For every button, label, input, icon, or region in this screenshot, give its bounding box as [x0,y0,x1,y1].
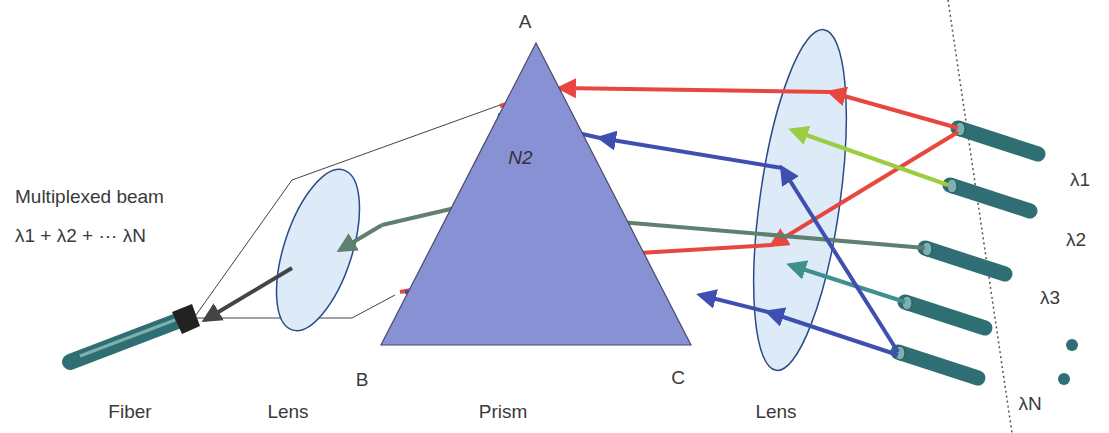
beam-label: Multiplexed beam [15,187,164,208]
wavelength-label: λ3 [1040,288,1060,309]
input-fiber [958,128,1038,154]
part-name: Fiber [108,402,151,423]
output-fiber [80,320,175,356]
wavelength-label: λN [1018,394,1041,415]
continuation-dot [1066,339,1078,351]
vertex-label: C [671,368,685,389]
wavelength-label: λ1 [1070,170,1090,191]
refractive-index: N2 [508,147,532,169]
prism: N2 [380,42,692,346]
input-fiber [905,302,985,328]
prism-shape [380,42,692,346]
input-fiber [925,248,1005,274]
fiber-end [947,179,957,193]
lens [260,160,377,341]
continuation-dot [1058,373,1070,385]
wavelength-sum: λ1 + λ2 + ··· λN [15,226,146,247]
vertex-label: B [356,370,369,391]
vertex-label: A [519,12,532,33]
input-fiber [950,185,1030,211]
part-name: Lens [755,402,796,423]
output-fiber [70,320,180,362]
part-name: Prism [479,402,528,423]
input-fibers [895,122,1038,378]
wavelength-label: λ2 [1066,230,1086,251]
fiber-tip [172,304,200,334]
input-fiber [898,352,978,378]
part-name: Lens [267,402,308,423]
